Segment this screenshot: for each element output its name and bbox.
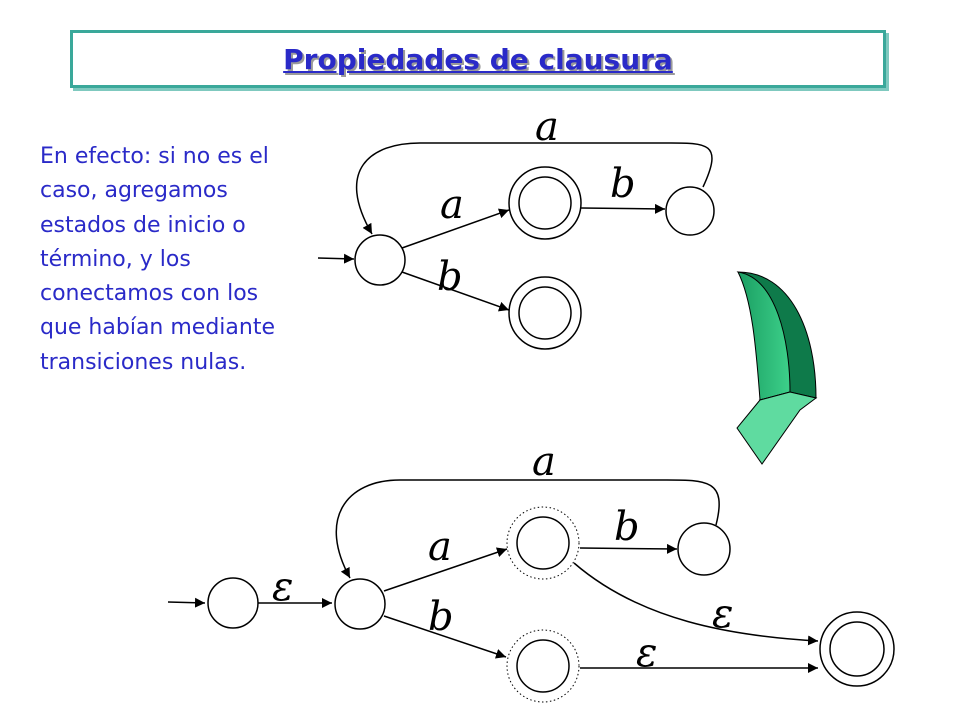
bottom-state-3 [677,522,731,576]
top-state-initial [354,234,406,286]
bottom-label-b1: b [428,594,454,640]
top-loop-a [355,142,713,235]
bottom-start-arrow [167,597,206,608]
bottom-state-new-start [207,577,259,629]
top-label-a-loop: a [535,104,559,150]
top-state-3 [665,186,715,236]
bottom-automaton: a a b b ε ε ε [167,439,895,703]
top-edge-a [401,208,510,249]
bottom-edge-b1 [383,615,507,659]
bottom-loop-a [335,479,720,579]
bottom-edge-b2 [579,543,678,554]
top-automaton: a a b b [317,104,715,350]
bottom-edge-eps-1 [573,562,819,646]
top-label-b2: b [610,161,636,207]
top-edge-b1 [401,271,510,312]
bottom-label-a: a [428,524,452,570]
down-left-curved-arrow [736,271,818,465]
bottom-label-eps-start: ε [272,564,293,610]
bottom-edge-a [383,547,508,592]
page-title: Propiedades de clausura [283,42,673,76]
title-box: Propiedades de clausura [70,30,886,88]
bottom-label-eps-2: ε [636,630,657,676]
top-label-a: a [440,182,464,228]
bottom-label-b2: b [614,504,640,550]
top-edge-b2 [580,203,666,214]
bottom-label-a-loop: a [532,439,556,485]
bottom-state-initial [334,578,386,630]
top-label-b1: b [437,254,463,300]
bottom-label-eps-1: ε [712,591,733,637]
top-start-arrow [317,253,355,264]
explanation-text: En efecto: si no es el caso, agregamos e… [40,144,275,375]
